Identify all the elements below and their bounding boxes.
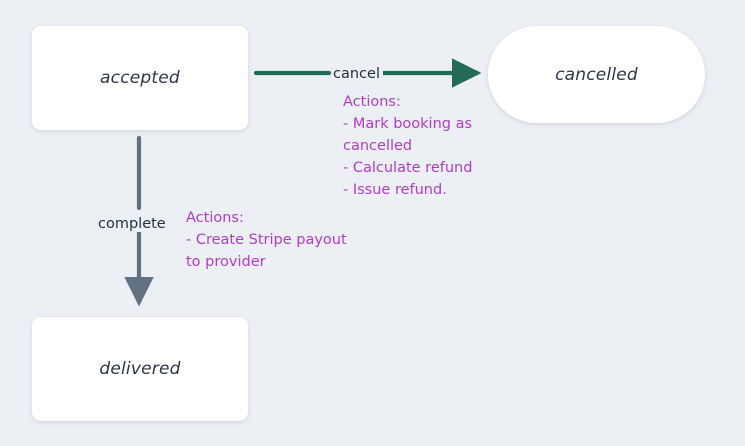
state-node-cancelled[interactable]: cancelled [488, 26, 705, 123]
note-line: - Mark booking as [343, 116, 473, 133]
state-node-accepted[interactable]: accepted [32, 26, 248, 130]
note-complete-actions: Actions: - Create Stripe payout to provi… [186, 207, 362, 273]
note-cancel-actions: Actions: - Mark booking as cancelled - C… [343, 91, 493, 201]
edge-label-cancel: cancel [333, 66, 380, 82]
state-label-delivered: delivered [99, 359, 181, 379]
note-line: - Calculate refund [343, 160, 473, 177]
note-line: - Create Stripe payout [186, 232, 347, 249]
state-label-accepted: accepted [100, 68, 180, 88]
state-node-delivered[interactable]: delivered [32, 317, 248, 421]
note-line: Actions: [186, 210, 244, 226]
edge-label-complete: complete [98, 216, 166, 232]
note-line: - Issue refund. [343, 182, 447, 199]
note-line: cancelled [343, 138, 413, 155]
note-line: Actions: [343, 94, 401, 110]
note-line: to provider [186, 254, 266, 271]
state-label-cancelled: cancelled [555, 64, 638, 85]
